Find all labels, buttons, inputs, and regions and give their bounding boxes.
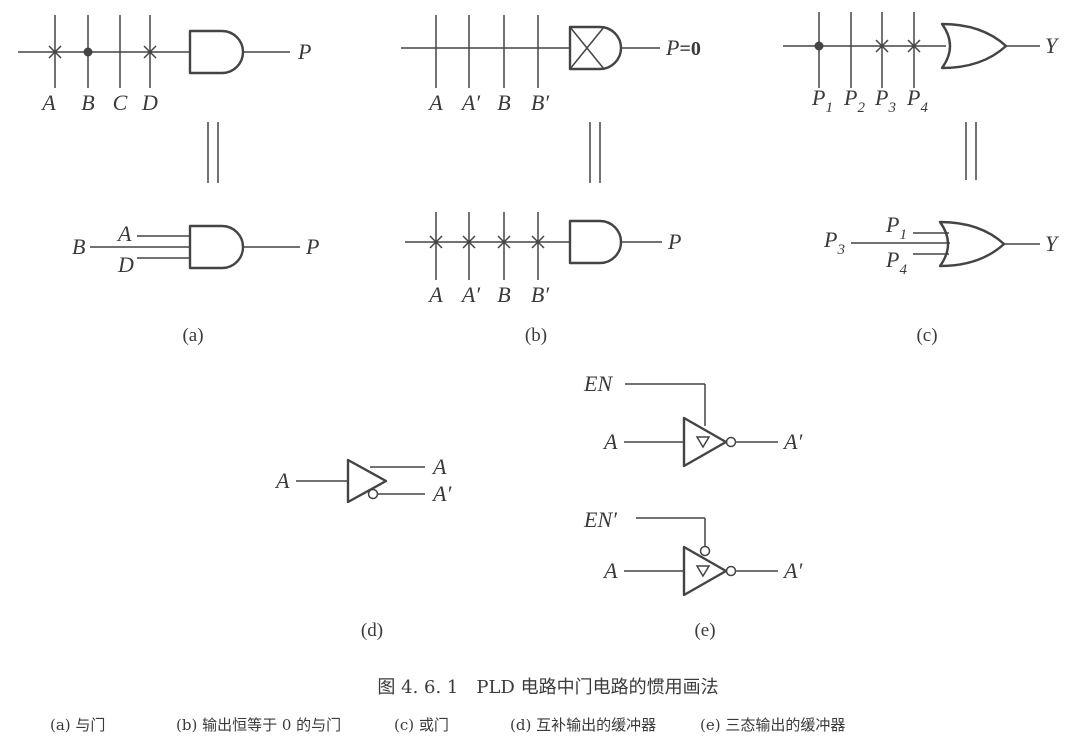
and-gate-symbol — [188, 29, 245, 75]
input-label: A — [274, 468, 290, 493]
equivalence-sign — [965, 122, 977, 180]
input-label: B — [497, 90, 510, 115]
input-label: P3 — [874, 85, 896, 116]
and-gate-all-connected-symbol — [568, 25, 623, 71]
fixed-connection-dot — [814, 41, 824, 51]
output-label: P=0 — [665, 35, 701, 60]
panel-b: P=0 A A′ B B′ P A A′ B — [401, 15, 701, 346]
input-label: P2 — [843, 85, 865, 116]
inversion-bubble — [367, 488, 379, 500]
input-label: P1 — [811, 85, 833, 116]
output-label: Y — [1045, 231, 1060, 256]
fuse-connection-mark — [907, 39, 921, 53]
output-label: A′ — [782, 429, 803, 454]
equivalence-sign — [207, 122, 219, 183]
input-label: P3 — [823, 227, 845, 258]
fuse-connection-mark — [531, 235, 545, 249]
input-label: A — [427, 90, 443, 115]
panel-caption: (e) — [694, 620, 715, 641]
input-label: A — [602, 558, 618, 583]
tristate-buffer-triangle — [682, 545, 728, 597]
input-label: A′ — [460, 90, 481, 115]
input-label: A′ — [460, 282, 481, 307]
input-label: P1 — [885, 212, 907, 243]
input-label: A — [40, 90, 56, 115]
fuse-connection-mark — [875, 39, 889, 53]
buffer-mark-icon — [695, 565, 711, 578]
input-label: B — [72, 234, 85, 259]
description-item: (a) 与门 — [50, 716, 105, 734]
input-label: A — [427, 282, 443, 307]
and-gate-symbol — [188, 224, 245, 270]
and-gate-symbol — [568, 219, 623, 265]
input-label: A — [116, 221, 132, 246]
fuse-connection-mark — [48, 45, 62, 59]
description-item: (d) 互补输出的缓冲器 — [510, 716, 656, 734]
panel-caption: (b) — [525, 325, 547, 346]
input-label: P4 — [885, 247, 907, 278]
inversion-bubble — [725, 436, 737, 448]
inversion-bubble — [725, 565, 737, 577]
output-label: A′ — [431, 481, 452, 506]
output-label: P — [667, 229, 681, 254]
inversion-bubble — [699, 545, 711, 557]
input-label: B — [497, 282, 510, 307]
or-gate-symbol — [940, 22, 1008, 70]
input-label: C — [113, 90, 128, 115]
output-label: A′ — [782, 558, 803, 583]
fuse-connection-mark — [429, 235, 443, 249]
equivalence-sign — [589, 122, 601, 183]
enable-label: EN′ — [583, 507, 618, 532]
output-label: Y — [1045, 33, 1060, 58]
output-label: P — [297, 39, 311, 64]
fuse-connection-mark — [462, 235, 476, 249]
input-label: A — [602, 429, 618, 454]
fuse-connection-mark — [143, 45, 157, 59]
input-label: B — [81, 90, 94, 115]
input-label: B′ — [531, 90, 550, 115]
panel-a: P A B C D B A D P (a) — [18, 15, 319, 346]
buffer-mark-icon — [695, 436, 711, 449]
description-item: (b) 输出恒等于 0 的与门 — [176, 716, 341, 734]
panel-caption: (a) — [182, 325, 203, 346]
fixed-connection-dot — [83, 47, 93, 57]
figure-description: (a) 与门 (b) 输出恒等于 0 的与门 (c) 或门 (d) 互补输出的缓… — [50, 716, 845, 734]
input-label: D — [141, 90, 158, 115]
panel-e: EN A A′ EN′ A A′ (e) — [583, 371, 803, 641]
description-item: (c) 或门 — [394, 716, 449, 734]
figure-title: 图 4. 6. 1 PLD 电路中门电路的惯用画法 — [377, 677, 718, 698]
input-label: D — [117, 252, 134, 277]
description-item: (e) 三态输出的缓冲器 — [700, 716, 845, 734]
fuse-connection-mark — [497, 235, 511, 249]
output-label: A — [431, 454, 447, 479]
or-gate-symbol — [938, 220, 1006, 268]
tristate-buffer-triangle — [682, 416, 728, 468]
panel-c: Y P1 P2 P3 P4 P3 P1 P4 Y (c) — [783, 12, 1060, 346]
panel-caption: (d) — [361, 620, 383, 641]
enable-label: EN — [583, 371, 613, 396]
panel-caption: (c) — [916, 325, 937, 346]
buffer-triangle — [346, 458, 388, 504]
input-label: P4 — [906, 85, 928, 116]
panel-d: A A A′ (d) — [274, 454, 452, 641]
input-label: B′ — [531, 282, 550, 307]
output-label: P — [305, 234, 319, 259]
